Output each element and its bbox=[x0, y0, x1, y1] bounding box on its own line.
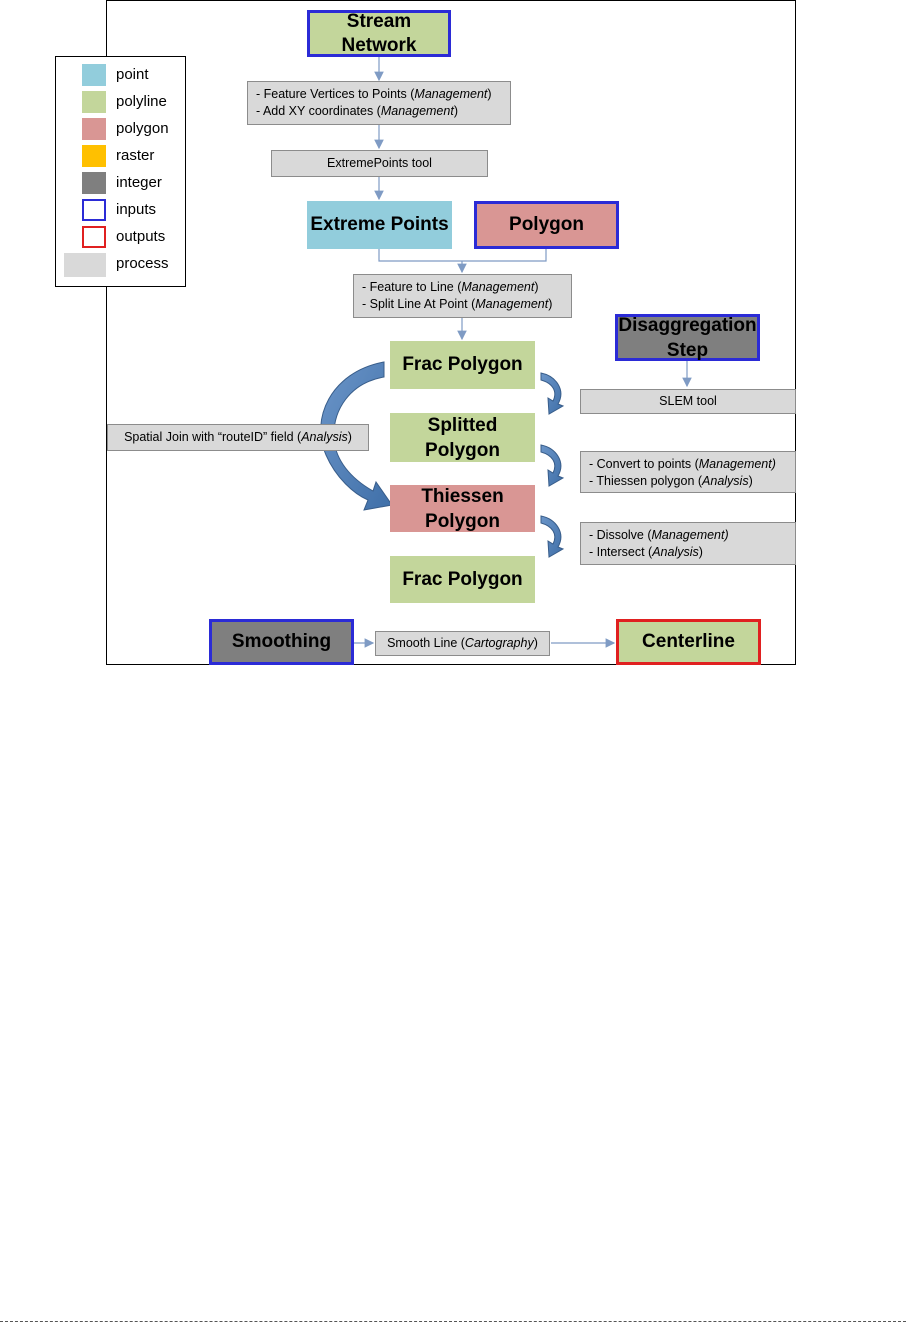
page-footer-rule bbox=[0, 1321, 906, 1322]
node-smoothing: Smoothing bbox=[209, 619, 354, 665]
node-polygon: Polygon bbox=[474, 201, 619, 249]
process-feature-to-line: - Feature to Line (Management) - Split L… bbox=[353, 274, 572, 318]
legend-swatch bbox=[82, 145, 106, 167]
process-smooth-line: Smooth Line (Cartography) bbox=[375, 631, 550, 656]
legend-swatch bbox=[82, 91, 106, 113]
process-line: - Feature to Line (Management) bbox=[362, 280, 539, 294]
process-extremepoints-tool: ExtremePoints tool bbox=[271, 150, 488, 177]
node-frac-polygon-1: Frac Polygon bbox=[390, 341, 535, 389]
legend-item-inputs: inputs bbox=[56, 199, 187, 223]
legend-item-polyline: polyline bbox=[56, 91, 187, 115]
legend-item-outputs: outputs bbox=[56, 226, 187, 250]
legend-label: polyline bbox=[116, 93, 167, 110]
process-slem-tool: SLEM tool bbox=[580, 389, 796, 414]
process-line: - Intersect (Analysis) bbox=[589, 545, 703, 559]
process-line: - Convert to points (Management) bbox=[589, 457, 776, 471]
legend-swatch bbox=[82, 118, 106, 140]
legend-item-raster: raster bbox=[56, 145, 187, 169]
process-line: Smooth Line (Cartography) bbox=[387, 636, 538, 650]
process-line: - Add XY coordinates (Management) bbox=[256, 104, 458, 118]
legend-item-point: point bbox=[56, 64, 187, 88]
legend-label: integer bbox=[116, 174, 162, 191]
process-line: - Feature Vertices to Points (Management… bbox=[256, 87, 492, 101]
node-stream-network: Stream Network bbox=[307, 10, 451, 57]
process-feature-vertices: - Feature Vertices to Points (Management… bbox=[247, 81, 511, 125]
process-line: Spatial Join with “routeID” field (Analy… bbox=[124, 430, 352, 444]
process-line: - Thiessen polygon (Analysis) bbox=[589, 474, 753, 488]
node-extreme-points: Extreme Points bbox=[307, 201, 452, 249]
process-spatial-join: Spatial Join with “routeID” field (Analy… bbox=[107, 424, 369, 451]
legend-item-polygon: polygon bbox=[56, 118, 187, 142]
node-frac-polygon-2: Frac Polygon bbox=[390, 556, 535, 603]
node-centerline: Centerline bbox=[616, 619, 761, 665]
legend-label: outputs bbox=[116, 228, 166, 245]
legend: point polyline polygon raster integer in… bbox=[55, 56, 186, 287]
legend-swatch bbox=[82, 199, 106, 221]
legend-swatch bbox=[82, 172, 106, 194]
legend-item-process: process bbox=[56, 253, 187, 277]
legend-item-integer: integer bbox=[56, 172, 187, 196]
diagram-frame bbox=[106, 0, 796, 665]
process-convert-thiessen: - Convert to points (Management) - Thies… bbox=[580, 451, 796, 493]
legend-label: process bbox=[116, 255, 169, 272]
legend-swatch bbox=[64, 253, 106, 277]
process-line: - Dissolve (Management) bbox=[589, 528, 729, 542]
legend-label: inputs bbox=[116, 201, 157, 218]
node-splitted-polygon: Splitted Polygon bbox=[390, 413, 535, 462]
legend-swatch bbox=[82, 64, 106, 86]
node-disaggregation-step: Disaggregation Step bbox=[615, 314, 760, 361]
process-line: - Split Line At Point (Management) bbox=[362, 297, 553, 311]
process-dissolve-intersect: - Dissolve (Management) - Intersect (Ana… bbox=[580, 522, 796, 565]
legend-label: raster bbox=[116, 147, 155, 164]
node-thiessen-polygon: Thiessen Polygon bbox=[390, 485, 535, 532]
legend-label: point bbox=[116, 66, 149, 83]
legend-swatch bbox=[82, 226, 106, 248]
legend-label: polygon bbox=[116, 120, 169, 137]
